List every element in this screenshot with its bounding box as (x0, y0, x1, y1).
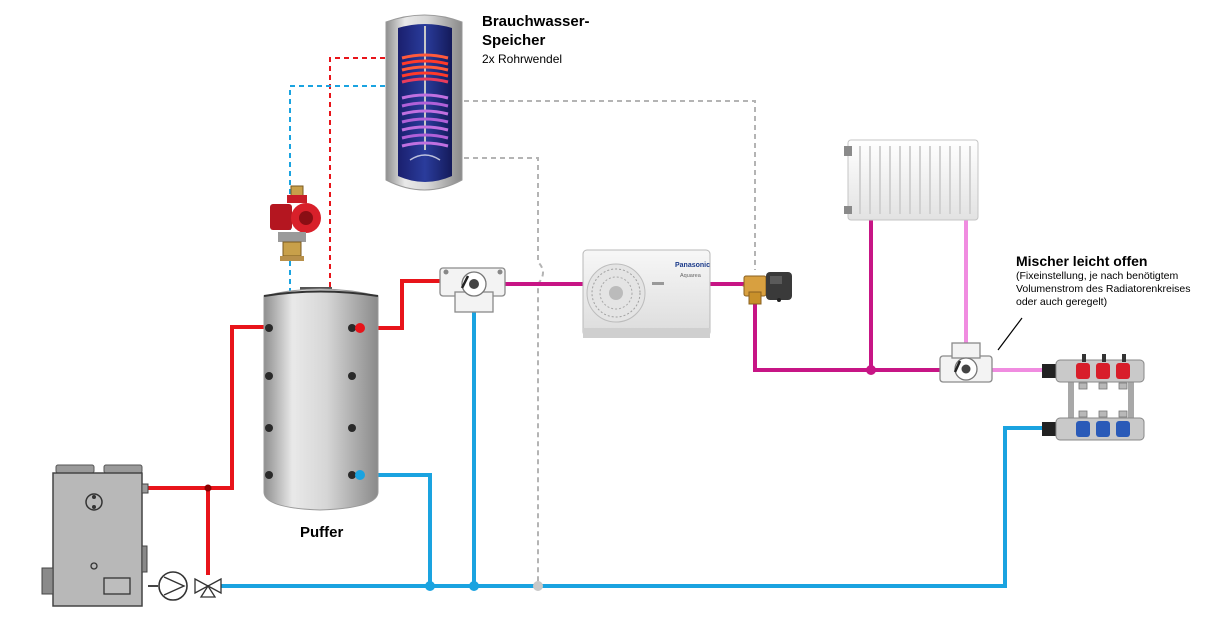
buffer-tank-icon (263, 287, 379, 511)
boiler-icon (41, 464, 149, 607)
dhw-lower-coil-return-line (455, 100, 756, 270)
mixing-valve-icon (439, 267, 506, 313)
motorized-valve-icon (742, 272, 792, 305)
junction-dot (533, 581, 543, 591)
mixing-valve-icon (939, 342, 993, 383)
hp-to-mixer-pipe (753, 300, 940, 372)
mixer-note-line2: Volumenstrom des Radiatorenkreises (1016, 283, 1191, 295)
mixer-title: Mischer leicht offen (1016, 253, 1148, 269)
boiler-flow-pipe (148, 325, 275, 490)
dhw-storage-title: Brauchwasser- Speicher (482, 12, 590, 50)
pipe-junctions (204, 365, 876, 591)
dhw-tank-icon (385, 14, 463, 191)
junction-dot (425, 581, 435, 591)
dhw-storage-title-line1: Brauchwasser- (482, 13, 590, 30)
junction-dot (866, 365, 876, 375)
dhw-storage-subtitle: 2x Rohrwendel (482, 52, 563, 66)
heatpump-brand-text: Panasonic (675, 262, 710, 269)
three-way-valve-icon (194, 577, 222, 598)
junction-dot (469, 581, 479, 591)
mixer-annotation-pointer (997, 317, 1023, 351)
pipes (148, 218, 1050, 588)
heatpump-model-text: Aquarea (680, 273, 702, 279)
pump-symbol-icon (148, 571, 188, 601)
mixer-note: (Fixeinstellung, je nach benötigtem Volu… (1016, 270, 1191, 309)
heat-pump-outdoor-unit-icon: Panasonic Aquarea (582, 249, 711, 338)
mixer-note-line1: (Fixeinstellung, je nach benötigtem (1016, 270, 1179, 282)
dhw-lower-coil-flow-line (455, 157, 544, 588)
dhw-upper-coil-flow-line (329, 57, 385, 328)
main-return-pipe (220, 426, 1050, 588)
buffer-flow-pipe (360, 279, 440, 330)
dhw-storage-title-line2: Speicher (482, 32, 546, 49)
mixer-note-line3: oder auch geregelt) (1016, 296, 1108, 308)
buffer-title: Puffer (300, 524, 344, 541)
circulator-pump-icon (270, 185, 321, 261)
floor-heating-manifold-icon (1042, 354, 1145, 441)
buffer-flow-port (355, 323, 365, 333)
radiator-icon (844, 139, 979, 221)
buffer-return-pipe (360, 473, 432, 586)
buffer-port-markers (355, 323, 365, 480)
buffer-return-port (355, 470, 365, 480)
junction-dot (204, 484, 212, 492)
